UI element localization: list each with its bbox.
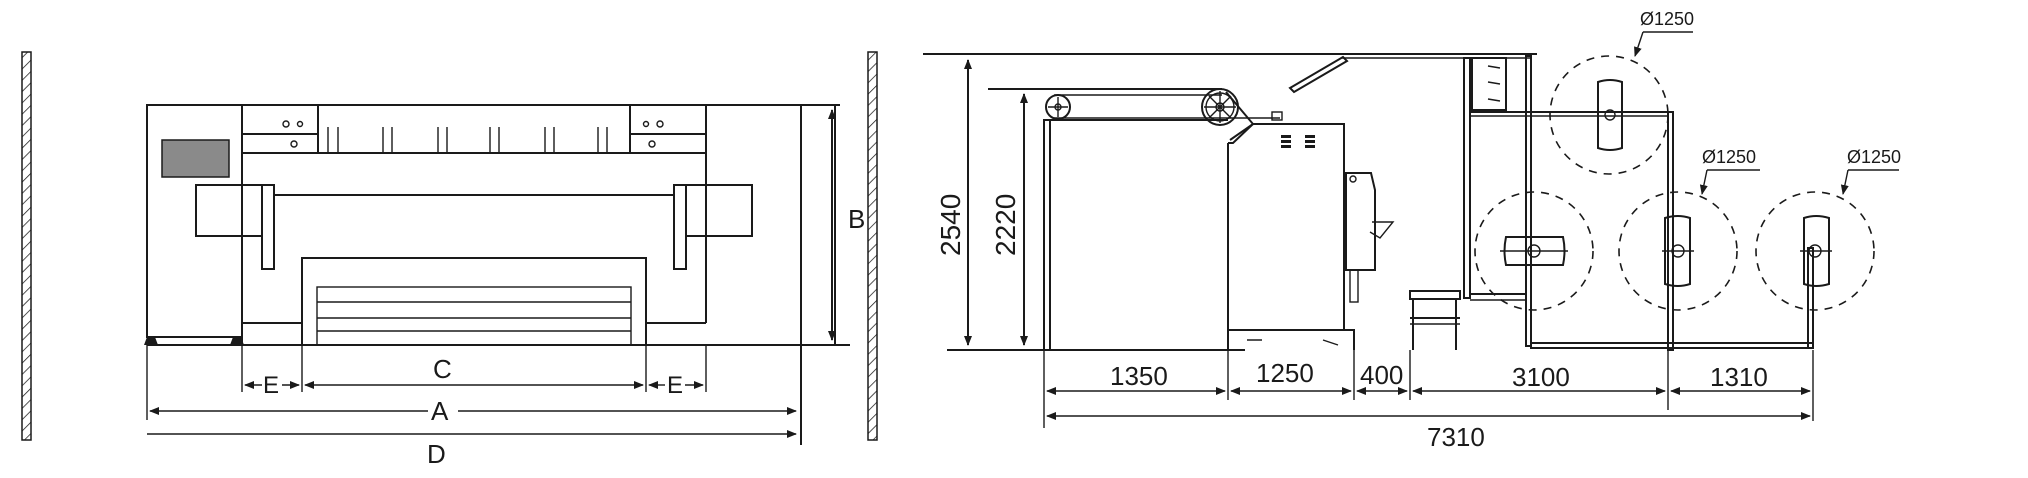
roll-clips bbox=[327, 127, 608, 153]
control-panel bbox=[161, 139, 230, 178]
roll-top bbox=[1549, 55, 1669, 175]
roll-diameter-right: Ø1250 bbox=[1847, 147, 1901, 167]
roll-middle bbox=[1618, 191, 1738, 311]
dim-label-c: C bbox=[433, 354, 452, 384]
dim-width-3: 400 bbox=[1360, 360, 1403, 390]
dim-width-4: 3100 bbox=[1512, 362, 1570, 392]
left-wall bbox=[21, 51, 32, 441]
roll-diameter-middle: Ø1250 bbox=[1702, 147, 1756, 167]
control-box bbox=[1345, 172, 1376, 271]
foot-icon bbox=[230, 337, 244, 345]
vent-icon bbox=[1281, 135, 1315, 148]
front-view: B E C E A D bbox=[21, 51, 878, 469]
dim-width-1: 1350 bbox=[1110, 361, 1168, 391]
dim-label-e-right: E bbox=[667, 372, 683, 399]
right-wall bbox=[867, 51, 878, 441]
dim-width-5: 1310 bbox=[1710, 362, 1768, 392]
dim-height-belt: 2220 bbox=[990, 194, 1021, 256]
roll-left bbox=[1474, 191, 1594, 311]
dim-label-b: B bbox=[848, 204, 865, 234]
dim-label-e-left: E bbox=[263, 372, 279, 399]
step-stool bbox=[1409, 290, 1461, 300]
dim-label-d: D bbox=[427, 439, 446, 469]
side-view: 2540 2220 bbox=[923, 9, 1901, 452]
dim-width-2: 1250 bbox=[1256, 358, 1314, 388]
feeding-unit bbox=[1043, 119, 1051, 351]
roll-diameter-top: Ø1250 bbox=[1640, 9, 1694, 29]
dim-height-overall: 2540 bbox=[935, 194, 966, 256]
dim-label-a: A bbox=[431, 396, 449, 426]
small-pulley-icon bbox=[1045, 94, 1071, 120]
dim-width-total: 7310 bbox=[1427, 422, 1485, 452]
roll-right bbox=[1755, 191, 1875, 311]
foot-icon bbox=[144, 337, 158, 345]
ironer-body bbox=[1228, 123, 1345, 331]
